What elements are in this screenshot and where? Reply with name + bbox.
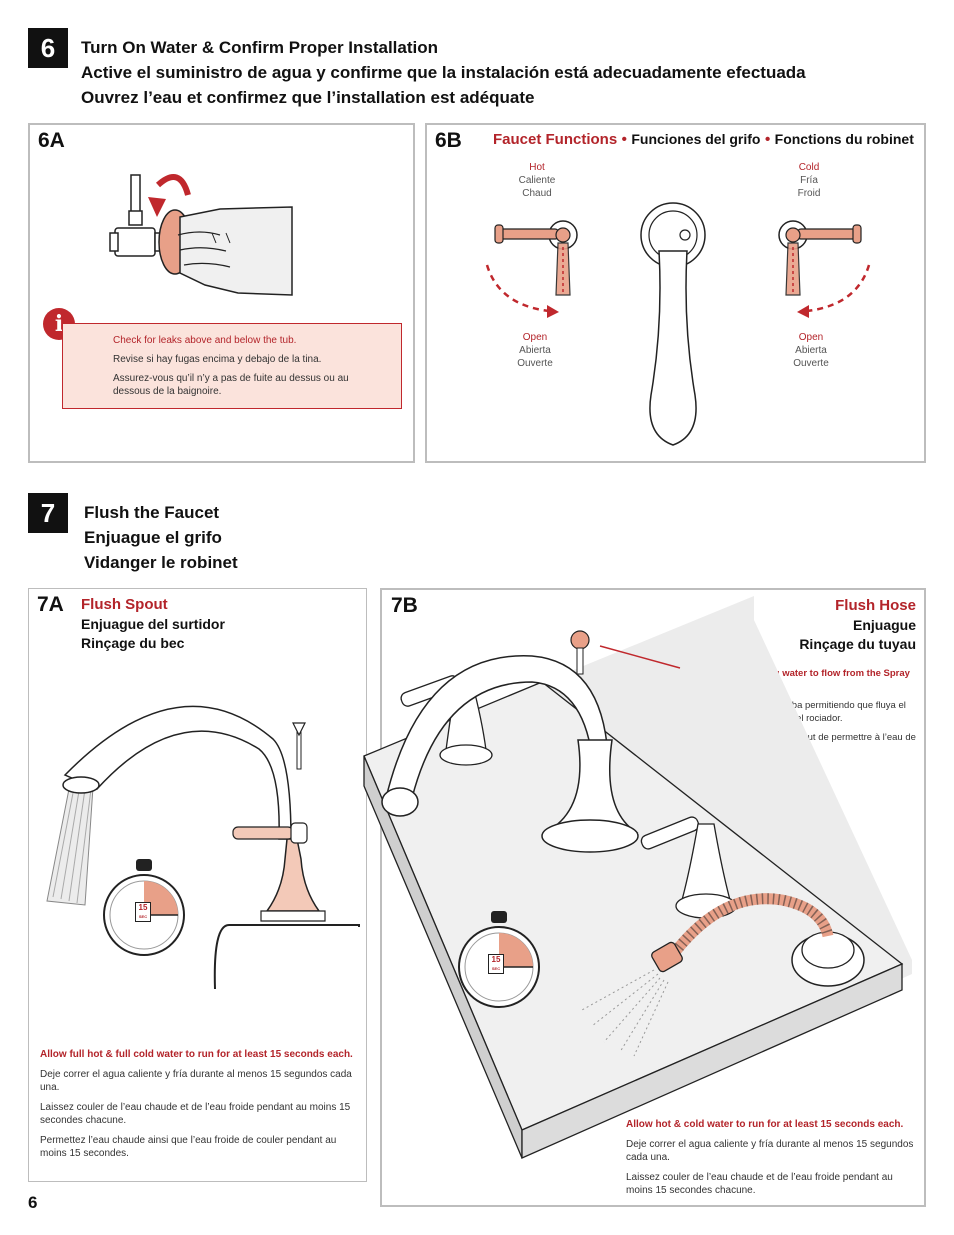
- info-box: Check for leaks above and below the tub.…: [62, 323, 402, 409]
- note-fr-1: Laissez couler de l’eau chaude et de l’e…: [40, 1102, 351, 1126]
- heading-es: Funciones del grifo: [631, 131, 761, 147]
- hot-label: Hot Caliente Chaud: [502, 161, 572, 200]
- flush-hose-heading-es: Enjuague: [852, 617, 916, 633]
- flush-hose-heading: Flush Hose: [835, 597, 916, 614]
- heading-fr: Fonctions du robinet: [774, 131, 914, 147]
- info-text-fr: Assurez-vous qu’il n’y a pas de fuite au…: [113, 373, 349, 397]
- cold-label: Cold Fría Froid: [774, 161, 844, 200]
- open-right-es: Abierta: [795, 345, 827, 356]
- cold-es: Fría: [800, 175, 818, 186]
- hot-fr: Chaud: [522, 188, 552, 199]
- open-right-fr: Ouverte: [793, 358, 829, 369]
- hot-en: Hot: [529, 162, 545, 173]
- step-7-title-es: Enjuague el grifo: [84, 528, 222, 547]
- step-7-badge: 7: [28, 493, 68, 533]
- cold-fr: Froid: [797, 188, 821, 199]
- page-number: 6: [28, 1193, 38, 1212]
- timer-number-7b: 15: [491, 955, 501, 964]
- step-6-title: Turn On Water & Confirm Proper Installat…: [81, 35, 806, 110]
- open-right-en: Open: [798, 332, 824, 343]
- panel-6b-label: 6B: [435, 129, 462, 152]
- hose-note-es: Deje correr el agua caliente y fría dura…: [626, 1139, 914, 1163]
- heading-sep-2: •: [764, 131, 771, 148]
- hose-note-fr: Laissez couler de l’eau chaude et de l’e…: [626, 1172, 893, 1196]
- flush-hose-illustration: [363, 596, 912, 1159]
- water-stream-icon: [46, 786, 94, 906]
- faucet-functions-illustration: [485, 202, 871, 446]
- panel-6b: 6B Faucet Functions • Funciones del grif…: [425, 123, 926, 463]
- flush-spout-heading-es: Enjuague del surtidor: [81, 616, 225, 632]
- heading-en: Faucet Functions: [493, 131, 618, 148]
- open-left-label: Open Abierta Ouverte: [500, 331, 570, 370]
- flush-hose-note: Allow hot & cold water to run for at lea…: [626, 1118, 920, 1204]
- info-text-en: Check for leaks above and below the tub.: [113, 335, 297, 346]
- note-en: Allow full hot & full cold water to run …: [40, 1049, 353, 1060]
- hot-handle-icon: [485, 220, 578, 318]
- open-left-fr: Ouverte: [517, 358, 553, 369]
- step-7-title-fr: Vidanger le robinet: [84, 553, 238, 572]
- panel-6a: 6A i Check for leaks above and below the…: [28, 123, 415, 463]
- timer-15-label: 15 SEC: [135, 902, 151, 922]
- open-right-label: Open Abierta Ouverte: [776, 331, 846, 370]
- spray-icon: [581, 969, 669, 1057]
- hose-note-en: Allow hot & cold water to run for at lea…: [626, 1119, 904, 1130]
- note-fr-2: Permettez l’eau chaude ainsi que l’eau f…: [40, 1135, 337, 1159]
- flush-spout-illustration: [46, 705, 360, 990]
- flush-spout-heading: Flush Spout: [81, 596, 168, 613]
- hot-es: Caliente: [518, 175, 556, 186]
- panel-7b: 7B Flush Hose Enjuague Rinçage du tuyau …: [363, 588, 926, 1207]
- faucet-functions-heading: Faucet Functions • Funciones del grifo •…: [493, 131, 914, 149]
- open-left-es: Abierta: [519, 345, 551, 356]
- flush-spout-note: Allow full hot & full cold water to run …: [40, 1048, 358, 1167]
- cold-en: Cold: [798, 162, 820, 173]
- timer-15-label-7b: 15 SEC: [488, 954, 504, 974]
- panel-7a-label: 7A: [37, 593, 64, 616]
- cold-handle-icon: [778, 220, 871, 318]
- panel-6a-label: 6A: [38, 129, 65, 152]
- panel-7b-label: 7B: [391, 594, 418, 617]
- timer-unit: SEC: [138, 914, 148, 919]
- step-7-title-en: Flush the Faucet: [84, 503, 220, 522]
- step-6-title-es: Active el suministro de agua y confirme …: [81, 63, 806, 82]
- shutoff-valve-illustration: [109, 174, 293, 296]
- timer-unit-7b: SEC: [491, 966, 501, 971]
- step-6-badge: 6: [28, 28, 68, 68]
- step-6-title-fr: Ouvrez l’eau et confirmez que l’installa…: [81, 88, 535, 107]
- heading-sep-1: •: [621, 131, 627, 148]
- flush-spout-heading-fr: Rinçage du bec: [81, 635, 185, 651]
- note-es: Deje correr el agua caliente y fría dura…: [40, 1069, 352, 1093]
- step-6-title-en: Turn On Water & Confirm Proper Installat…: [81, 38, 439, 57]
- info-text-es: Revise si hay fugas encima y debajo de l…: [113, 354, 322, 365]
- spout-icon: [640, 202, 706, 446]
- step-7-title: Flush the Faucet Enjuague el grifo Vidan…: [84, 500, 238, 575]
- timer-number: 15: [138, 903, 148, 912]
- panel-7a: 7A Flush Spout Enjuague del surtidor Rin…: [28, 588, 367, 1182]
- flush-hose-heading-fr: Rinçage du tuyau: [799, 636, 916, 652]
- open-left-en: Open: [522, 332, 548, 343]
